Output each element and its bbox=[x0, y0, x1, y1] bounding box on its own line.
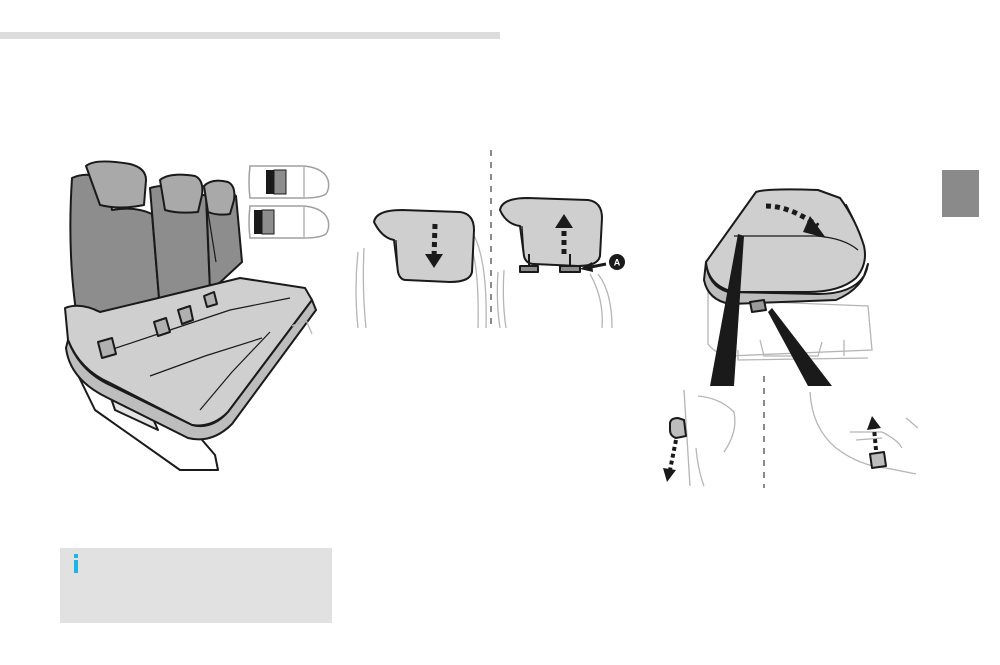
seat-fold-illustration bbox=[703, 188, 873, 386]
headrest-down-arrow bbox=[355, 209, 487, 329]
info-icon bbox=[74, 554, 78, 573]
headrest-divider bbox=[490, 150, 492, 330]
lever-up-arrow bbox=[809, 391, 919, 475]
lever-down-arrow bbox=[663, 389, 736, 487]
van-seat-location-icon bbox=[248, 165, 330, 239]
lever-lift-arrow-divider bbox=[763, 376, 765, 488]
callout-label: A bbox=[614, 258, 621, 268]
chapter-tab-marker bbox=[942, 170, 979, 217]
header-rule bbox=[0, 32, 500, 39]
info-box bbox=[60, 548, 332, 623]
headrest-up-arrow: A bbox=[496, 197, 625, 329]
